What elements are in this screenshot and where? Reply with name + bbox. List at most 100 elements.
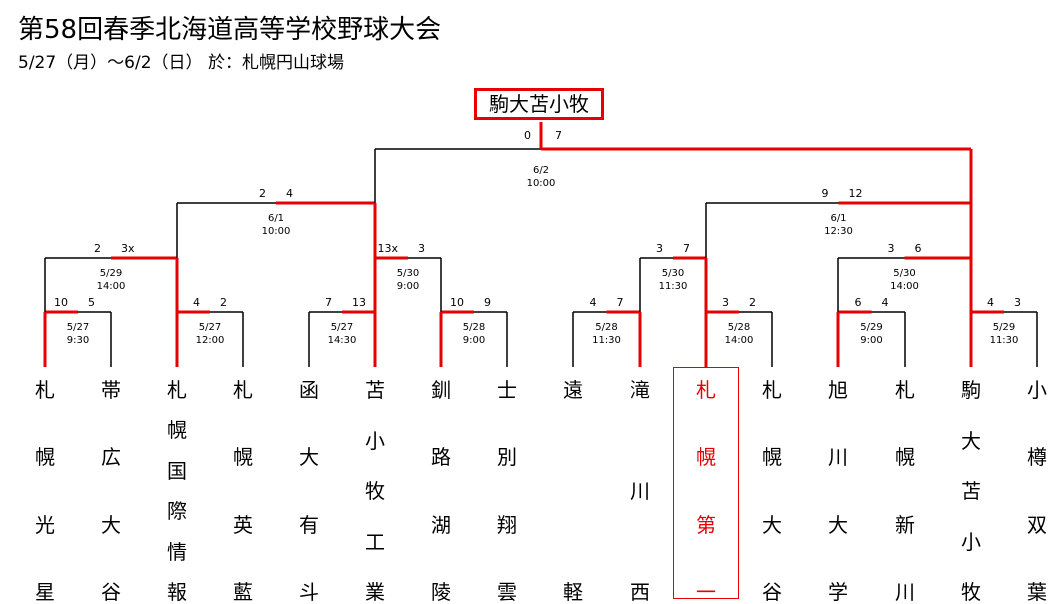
team-name-char: 翔 xyxy=(497,512,517,537)
final-score-left: 0 xyxy=(524,129,531,142)
r1-match-7-score-left: 6 xyxy=(855,296,862,309)
team-name-char: 雲 xyxy=(497,580,517,604)
qf-match-2-time: 9:00 xyxy=(397,281,419,292)
team-7: 釧路湖陵 xyxy=(423,370,459,604)
final-score-right: 7 xyxy=(555,129,562,142)
qf-match-1-score-right: 3x xyxy=(121,242,135,255)
team-name-char: 滝 xyxy=(630,378,650,402)
page-subtitle: 5/27（月）～6/2（日） 於：札幌円山球場 xyxy=(18,53,344,73)
r1-match-4-time: 9:00 xyxy=(463,335,485,346)
r1-match-8-date: 5/29 xyxy=(993,322,1015,333)
team-2: 帯広大谷 xyxy=(93,370,129,604)
r1-match-1-time: 9:30 xyxy=(67,335,89,346)
team-name-char: 札 xyxy=(167,378,187,402)
team-name-char: 一 xyxy=(696,580,716,604)
r1-match-8-score-left: 4 xyxy=(987,296,994,309)
team-name-char: 光 xyxy=(35,512,55,537)
qf-match-4-score-left: 3 xyxy=(888,242,895,255)
r1-match-4-date: 5/28 xyxy=(463,322,485,333)
team-name-char: 釧 xyxy=(431,378,451,402)
qf-match-1-time: 14:00 xyxy=(97,281,126,292)
team-name-char: 藍 xyxy=(233,580,253,604)
qf-match-3-date: 5/30 xyxy=(662,268,684,279)
team-14: 札幌新川 xyxy=(887,370,923,604)
sf-match-2-date: 6/1 xyxy=(830,213,846,224)
team-name-char: 川 xyxy=(828,445,848,470)
team-name-char: 大 xyxy=(762,512,782,537)
team-name-char: 幌 xyxy=(696,445,716,470)
team-name-char: 川 xyxy=(895,580,915,604)
qf-match-2-date: 5/30 xyxy=(397,268,419,279)
r1-match-4-score-left: 10 xyxy=(450,296,464,309)
team-name-char: 札 xyxy=(895,378,915,402)
team-10: 滝川西 xyxy=(622,370,658,604)
team-name-char: 大 xyxy=(961,428,981,453)
qf-match-2-score-left: 13x xyxy=(377,242,398,255)
team-name-char: 牧 xyxy=(961,580,981,604)
team-9: 遠軽 xyxy=(555,370,591,604)
team-name-char: 苫 xyxy=(365,378,385,402)
r1-match-6-time: 14:00 xyxy=(725,335,754,346)
r1-match-7-date: 5/29 xyxy=(860,322,882,333)
sf-match-2-time: 12:30 xyxy=(824,226,853,237)
team-name-char: 川 xyxy=(630,479,650,503)
team-name-char: 双 xyxy=(1027,512,1047,537)
final-time: 10:00 xyxy=(527,178,556,189)
team-4: 札幌英藍 xyxy=(225,370,261,604)
team-name-char: 大 xyxy=(299,445,319,470)
r1-match-2-date: 5/27 xyxy=(199,322,221,333)
qf-match-1-date: 5/29 xyxy=(100,268,122,279)
team-name-char: 谷 xyxy=(101,580,121,604)
team-name-char: 大 xyxy=(101,512,121,537)
team-name-char: 駒 xyxy=(961,378,981,402)
team-name-char: 幌 xyxy=(167,418,187,443)
team-name-char: 小 xyxy=(365,428,385,453)
team-name-char: 苫 xyxy=(961,479,981,503)
team-name-char: 新 xyxy=(895,512,915,537)
r1-match-5-date: 5/28 xyxy=(595,322,617,333)
r1-match-5-score-left: 4 xyxy=(590,296,597,309)
team-name-char: 函 xyxy=(299,378,319,402)
team-name-char: 幌 xyxy=(762,445,782,470)
team-name-char: 旭 xyxy=(828,378,848,402)
r1-match-2-time: 12:00 xyxy=(196,335,225,346)
team-name-char: 軽 xyxy=(563,580,583,604)
highlighted-team-box xyxy=(673,367,739,599)
team-name-char: 学 xyxy=(828,580,848,604)
team-16: 小樽双葉 xyxy=(1019,370,1055,604)
team-6: 苫小牧工業 xyxy=(357,370,393,604)
qf-match-4-score-right: 6 xyxy=(915,242,922,255)
sf-match-1-time: 10:00 xyxy=(262,226,291,237)
team-name-char: 札 xyxy=(696,378,716,402)
qf-match-4-date: 5/30 xyxy=(893,268,915,279)
qf-match-3-time: 11:30 xyxy=(659,281,688,292)
team-name-char: 第 xyxy=(696,512,716,537)
team-name-char: 星 xyxy=(35,580,55,604)
team-name-char: 牧 xyxy=(365,479,385,503)
r1-match-5-time: 11:30 xyxy=(592,335,621,346)
r1-match-1-date: 5/27 xyxy=(67,322,89,333)
team-name-char: 士 xyxy=(497,378,517,402)
sf-match-1-score-right: 4 xyxy=(286,187,293,200)
r1-match-1-score-left: 10 xyxy=(54,296,68,309)
team-name-char: 札 xyxy=(233,378,253,402)
team-name-char: 斗 xyxy=(299,580,319,604)
r1-match-7-score-right: 4 xyxy=(882,296,889,309)
team-15: 駒大苫小牧 xyxy=(953,370,989,604)
champion-box: 駒大苫小牧 xyxy=(474,88,604,120)
team-name-char: 札 xyxy=(762,378,782,402)
team-13: 旭川大学 xyxy=(820,370,856,604)
sf-match-2-score-left: 9 xyxy=(822,187,829,200)
r1-match-8-score-right: 3 xyxy=(1014,296,1021,309)
r1-match-3-score-right: 13 xyxy=(352,296,366,309)
team-name-char: 報 xyxy=(167,580,187,604)
team-name-char: 幌 xyxy=(35,445,55,470)
r1-match-7-time: 9:00 xyxy=(860,335,882,346)
r1-match-1-score-right: 5 xyxy=(88,296,95,309)
team-3: 札幌国際情報 xyxy=(159,370,195,604)
team-name-char: 樽 xyxy=(1027,445,1047,470)
team-name-char: 業 xyxy=(365,580,385,604)
team-name-char: 幌 xyxy=(233,445,253,470)
team-5: 函大有斗 xyxy=(291,370,327,604)
